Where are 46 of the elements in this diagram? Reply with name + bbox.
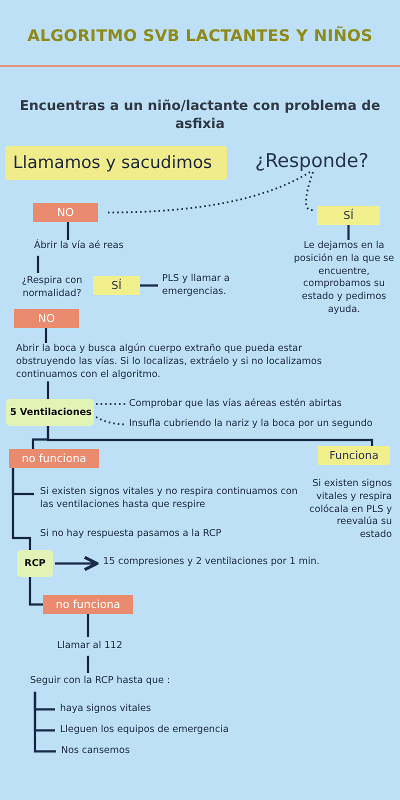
- connector-line: [55, 556, 99, 572]
- answer-box: Funciona: [318, 446, 390, 465]
- step-text: Si existen signos vitales y no respira continuamos con las ventilaciones hasta que respire: [40, 486, 310, 512]
- step-text: Si no hay respuesta pasamos a la RCP: [40, 528, 222, 541]
- connector-line: [66, 222, 70, 240]
- connector-line: [28, 577, 43, 606]
- connector-line: [86, 656, 90, 673]
- connector-line: [46, 381, 50, 399]
- connector-line: [347, 225, 350, 240]
- diagram-title: ALGORITMO SVB LACTANTES Y NIÑOS: [26, 26, 374, 45]
- connector-line: [34, 692, 56, 752]
- step-text: Comprobar que las vías aéreas estén abirtas: [129, 398, 342, 411]
- step-text: Ábrir la vía aé reas: [34, 240, 124, 253]
- question-text: ¿Responde?: [255, 150, 369, 172]
- connector-line: [140, 284, 158, 287]
- connector-line: [86, 614, 90, 637]
- step-text: Insufla cubriendo la nariz y la boca por un segundo: [129, 418, 373, 431]
- step-text: haya signos vitales: [60, 703, 151, 716]
- heading-text: Encuentras a un niño/lactante con problema de asfixia: [18, 98, 382, 134]
- dotted-connector: [96, 403, 126, 405]
- step-text: Llamar al 112: [57, 640, 122, 653]
- step-text: ¿Respira con normalidad?: [20, 275, 84, 301]
- step-text: Abrir la boca y busca algún cuerpo extraño que pueda estar obstruyendo las vías. Si lo localizas, extráelo y si no localizamos continuamos con el algoritmo.: [16, 343, 326, 382]
- answer-box: no funciona: [9, 449, 99, 468]
- answer-box: no funciona: [43, 595, 133, 614]
- step-text: Si existen signos vitales y respira colócala en PLS y reevalúa su estado: [308, 478, 392, 542]
- answer-box: SÍ: [93, 276, 140, 295]
- answer-box: SÍ: [317, 206, 380, 225]
- connector-line: [44, 328, 48, 343]
- step-box: Llamamos y sacudimos: [5, 146, 227, 180]
- step-box: 5 Ventilaciones: [6, 399, 94, 426]
- dotted-connector: [108, 171, 310, 214]
- connector-line: [12, 468, 32, 550]
- dotted-connector: [96, 416, 126, 426]
- connector-line: [46, 426, 374, 446]
- step-text: Seguir con la RCP hasta que :: [30, 675, 170, 688]
- step-text: 15 compresiones y 2 ventilaciones por 1 min.: [103, 556, 320, 569]
- answer-box: NO: [14, 309, 79, 328]
- answer-box: NO: [33, 203, 98, 222]
- step-text: Nos cansemos: [61, 745, 130, 758]
- step-box: RCP: [17, 550, 53, 577]
- dotted-connector: [305, 172, 314, 211]
- step-text: Le dejamos en la posición en la que se encuentre, comprobamos su estado y pedimos ayuda.: [288, 240, 400, 317]
- step-text: Lleguen los equipos de emergencia: [60, 724, 229, 737]
- step-text: PLS y llamar a emergencias.: [162, 273, 242, 299]
- connector-line: [36, 256, 40, 273]
